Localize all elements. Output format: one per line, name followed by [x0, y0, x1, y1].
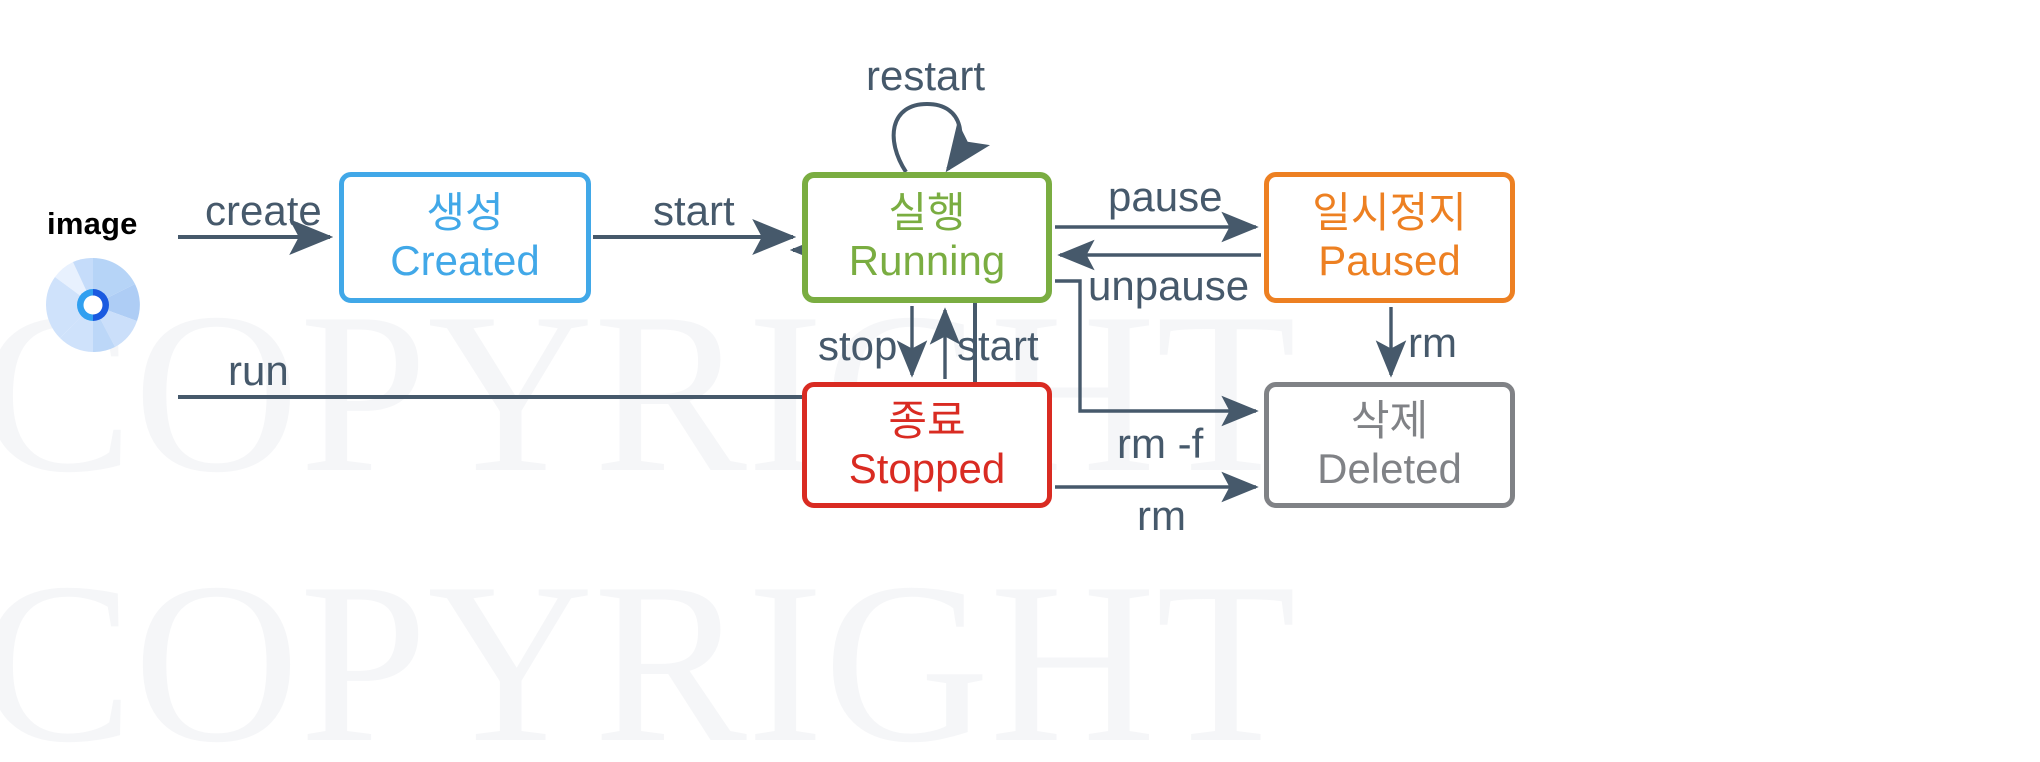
edge-label-start-1: start: [653, 187, 735, 234]
state-node-running[interactable]: 실행 Running: [802, 172, 1052, 303]
state-label-ko-stopped: 종료: [888, 396, 966, 444]
edge-label-run: run: [228, 347, 289, 394]
state-label-en-running: Running: [848, 237, 1006, 285]
disc-icon: [45, 258, 140, 352]
state-label-en-paused: Paused: [1318, 237, 1461, 285]
edge-label-create: create: [205, 187, 322, 234]
state-node-paused[interactable]: 일시정지 Paused: [1264, 172, 1515, 303]
state-node-stopped[interactable]: 종료 Stopped: [802, 382, 1052, 508]
edge-label-rm-force: rm -f: [1117, 420, 1204, 467]
image-source-label: image: [47, 206, 138, 241]
state-node-deleted[interactable]: 삭제 Deleted: [1264, 382, 1515, 508]
state-label-en-deleted: Deleted: [1317, 444, 1462, 492]
watermark-bottom: COPYRIGHT: [0, 535, 1296, 762]
edge-label-unpause: unpause: [1088, 262, 1249, 309]
state-node-created[interactable]: 생성 Created: [339, 172, 591, 303]
edge-rm-force: [1055, 279, 1259, 427]
edge-label-rm-stopped: rm: [1137, 492, 1186, 539]
edge-label-pause: pause: [1108, 173, 1222, 220]
state-label-ko-running: 실행: [888, 189, 966, 237]
edge-label-stop: stop: [818, 322, 897, 369]
state-label-ko-created: 생성: [426, 189, 504, 237]
edge-label-start-2: start: [957, 322, 1039, 369]
state-label-ko-deleted: 삭제: [1350, 396, 1429, 444]
edge-label-restart: restart: [866, 52, 985, 99]
state-label-en-created: Created: [390, 237, 540, 285]
state-label-ko-paused: 일시정지: [1312, 189, 1467, 237]
edge-restart: [891, 101, 990, 174]
state-label-en-stopped: Stopped: [848, 444, 1006, 492]
edge-label-rm-paused: rm: [1408, 319, 1457, 366]
